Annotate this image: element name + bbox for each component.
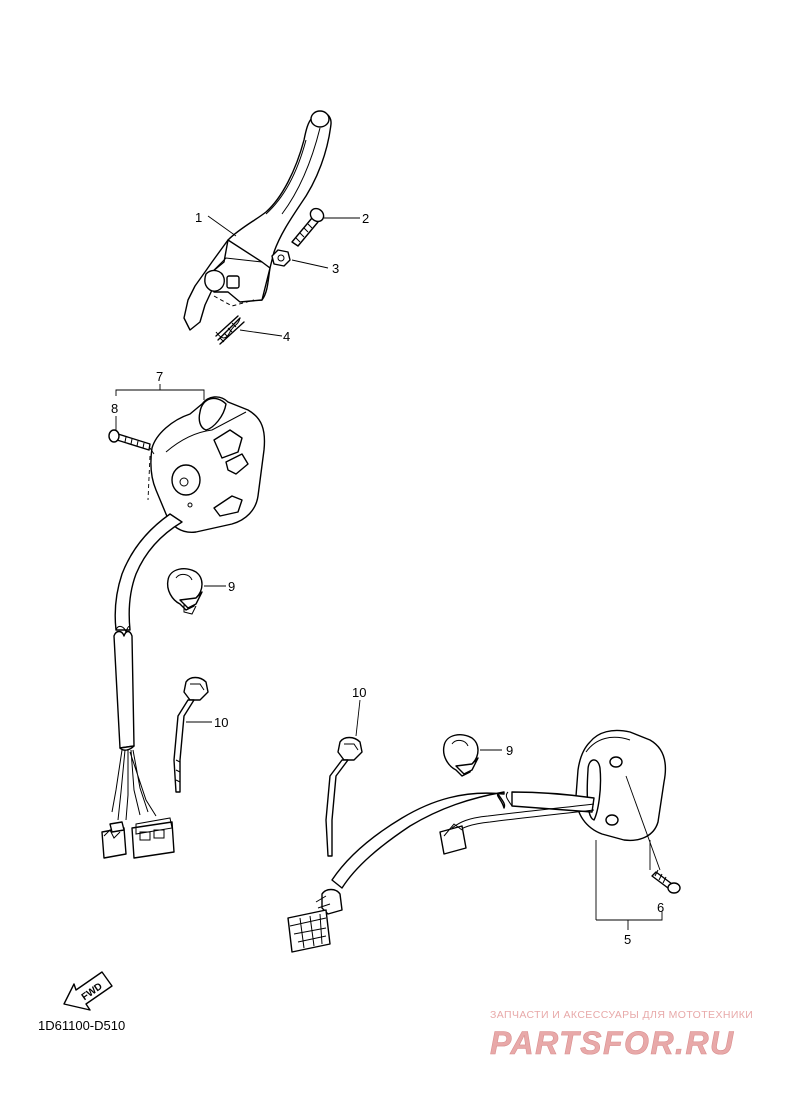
callout-5: 5 xyxy=(624,932,631,947)
wire-clamp-lower xyxy=(442,734,479,777)
lever-bolt xyxy=(291,207,325,247)
callouts: 1 2 3 4 5 6 7 8 9 9 10 10 xyxy=(111,210,664,947)
callout-1: 1 xyxy=(195,210,202,225)
forward-arrow-icon: FWD xyxy=(63,971,113,1011)
callout-4: 4 xyxy=(283,329,290,344)
wire-clamp-upper xyxy=(166,568,203,615)
lever-nut xyxy=(271,249,291,267)
watermark-tagline: ЗАПЧАСТИ И АКСЕССУАРЫ ДЛЯ МОТОТЕХНИКИ xyxy=(490,1009,754,1021)
callout-7: 7 xyxy=(156,369,163,384)
left-handlebar-switch xyxy=(147,396,266,533)
callout-10-left: 10 xyxy=(214,715,228,730)
clutch-lever xyxy=(183,110,332,331)
cable-tie-right xyxy=(325,736,363,857)
leader-lines xyxy=(115,215,663,930)
callout-3: 3 xyxy=(332,261,339,276)
callout-9-lower: 9 xyxy=(506,743,513,758)
lever-spring xyxy=(215,315,245,345)
left-harness xyxy=(101,513,183,859)
diagram-code: 1D61100-D510 xyxy=(38,1018,126,1033)
callout-6: 6 xyxy=(657,900,664,915)
right-handlebar-switch xyxy=(575,729,667,920)
callout-8: 8 xyxy=(111,401,118,416)
watermark-logo: PARTSFOR.RU xyxy=(490,1025,735,1062)
callout-9-upper: 9 xyxy=(228,579,235,594)
cable-tie-left xyxy=(173,676,209,793)
svg-text:PARTSFOR.RU: PARTSFOR.RU xyxy=(490,1025,735,1061)
callout-10-right: 10 xyxy=(352,685,366,700)
right-switch-screw xyxy=(625,775,681,894)
callout-2: 2 xyxy=(362,211,369,226)
right-harness xyxy=(287,791,595,953)
switch-screw xyxy=(108,416,155,455)
